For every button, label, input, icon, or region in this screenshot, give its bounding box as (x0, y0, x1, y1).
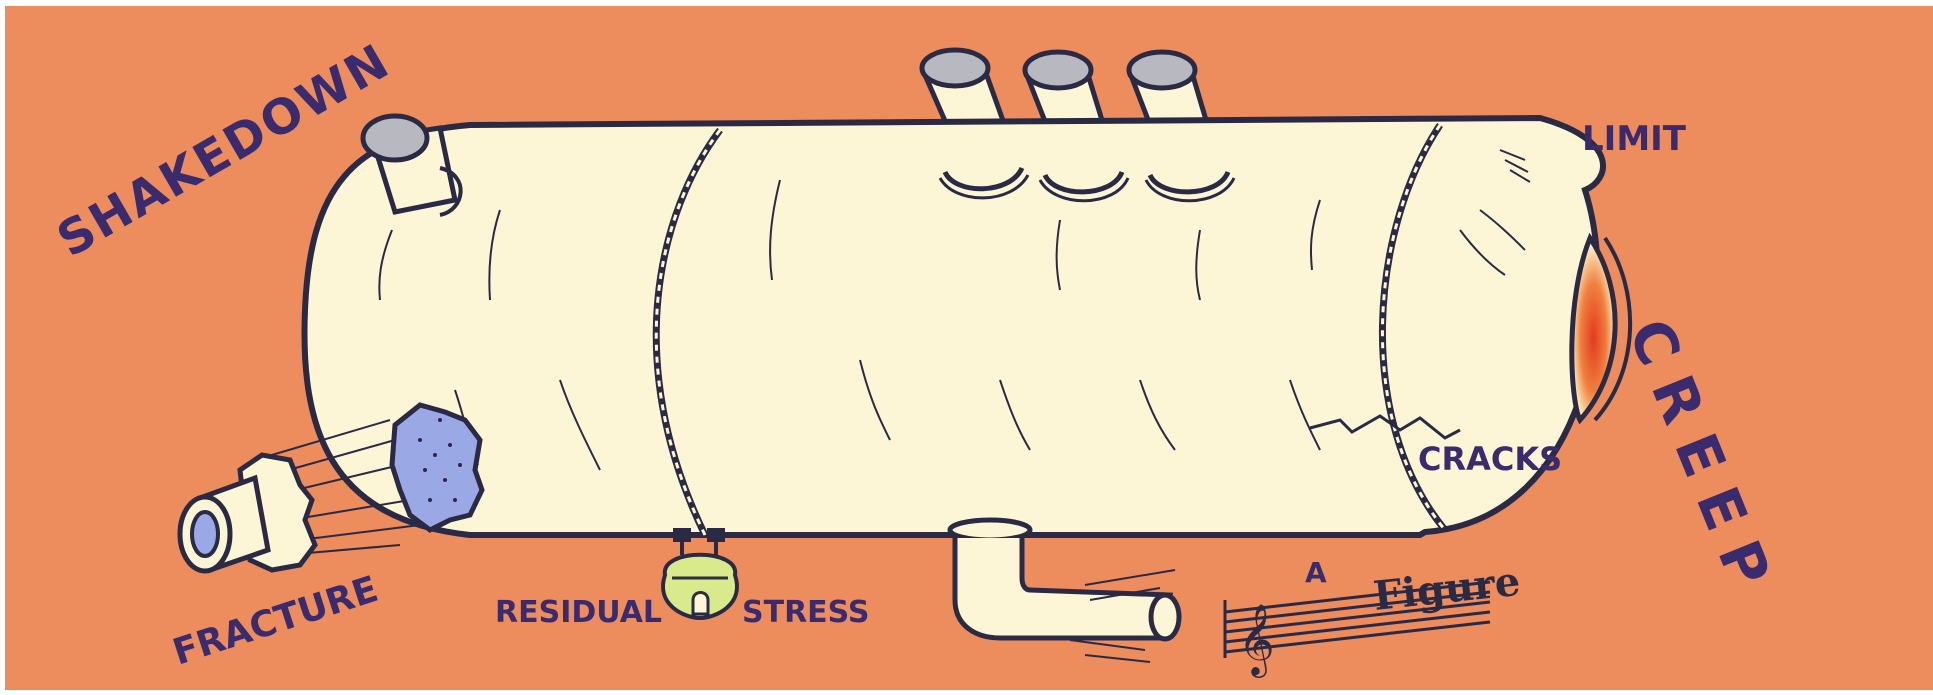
label-stress: STRESS (742, 595, 870, 630)
treble-clef-icon: 𝄞 (1238, 602, 1275, 678)
label-limit: LIMIT (1582, 119, 1687, 159)
paper-border-left (0, 0, 5, 690)
label-cracks: CRACKS (1418, 440, 1562, 478)
label-fugue-a: A (1305, 556, 1327, 589)
paper-border (0, 0, 1933, 6)
label-residual: RESIDUAL (495, 595, 662, 630)
